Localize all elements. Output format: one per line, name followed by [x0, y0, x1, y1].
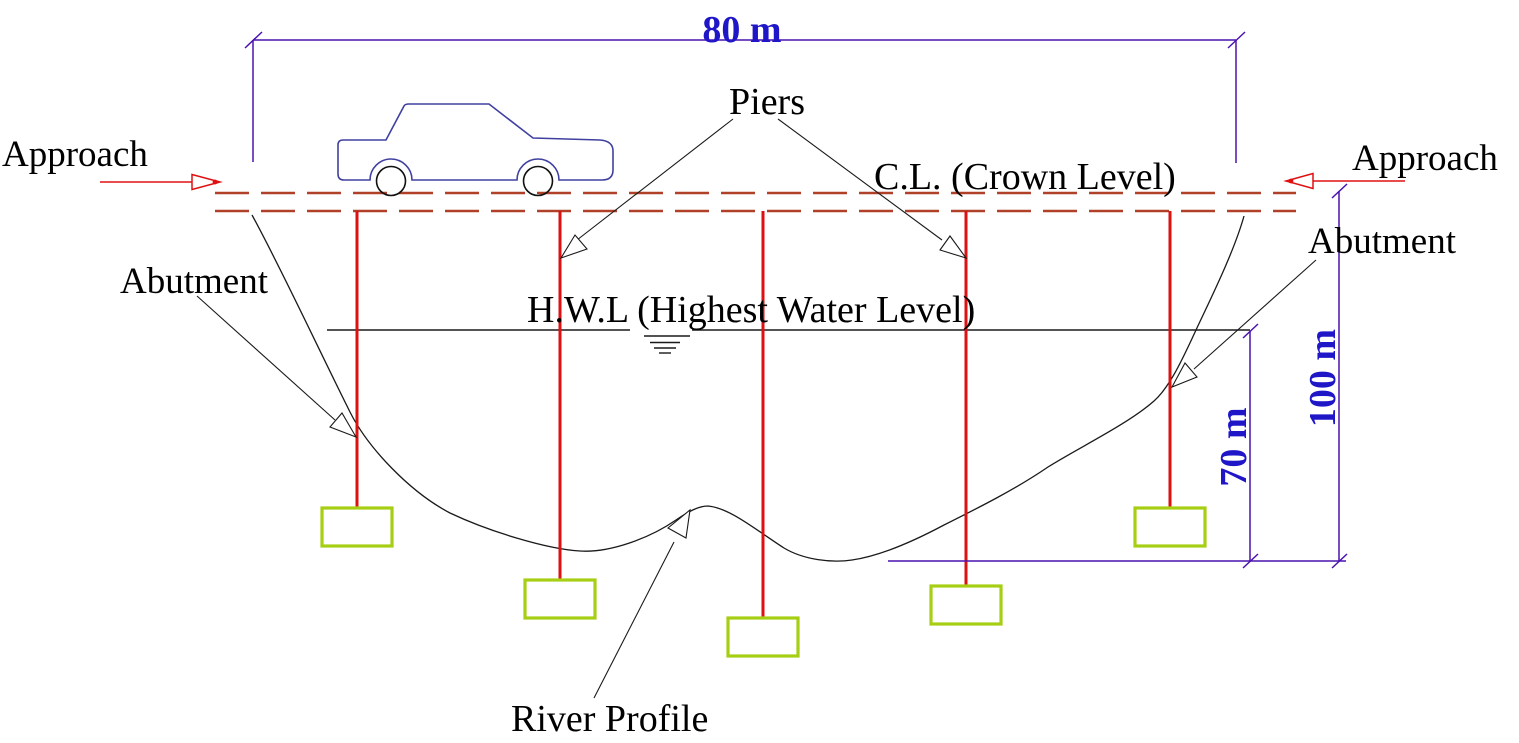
approach-arrow-left: [100, 173, 223, 191]
dimension-lines-group: [244, 31, 1348, 569]
height-dimension-label-100m: 100 m: [1302, 329, 1344, 427]
pier-footing-4: [929, 584, 1003, 626]
pier-footing-1: [320, 506, 394, 548]
approach-arrow-left-head: [191, 173, 223, 191]
car-rear-wheel: [375, 165, 407, 197]
water-level-symbol: [644, 335, 690, 354]
pier-footing-2: [523, 578, 597, 620]
bridge-deck: [215, 191, 1296, 213]
piers-leader-left-line: [576, 118, 734, 241]
highest-water-level-line: [327, 329, 1250, 354]
piers-leader-right: [777, 118, 968, 260]
approach-arrow-right-head: [1283, 172, 1314, 190]
abutment-leader-right: [1170, 259, 1317, 389]
approach-label-left: Approach: [2, 134, 148, 175]
car-front-wheel: [522, 165, 554, 197]
car-body: [337, 103, 614, 181]
river-profile-label: River Profile: [511, 698, 708, 740]
river-profile-path: [251, 214, 1245, 562]
piers-label: Piers: [729, 81, 805, 123]
pier-footings-group: [320, 506, 1207, 658]
dim-tick-span-left: [244, 31, 263, 49]
approach-arrow-right-tip: [1288, 178, 1294, 184]
span-dimension-label-80m: 80 m: [702, 9, 781, 51]
leader-lines-group: [196, 118, 1317, 699]
river-profile-leader-line: [593, 541, 675, 699]
abutment-leader-right-line: [1193, 259, 1317, 370]
leader-arrowhead-pier4: [939, 235, 968, 260]
pier-footing-3: [726, 616, 800, 658]
leader-arrowhead-pier2: [559, 234, 588, 260]
leader-arrowhead-river: [667, 508, 691, 539]
approach-label-right: Approach: [1352, 138, 1498, 179]
dim-tick-span-right: [1227, 31, 1246, 49]
highest-water-level-label: H.W.L (Highest Water Level): [527, 289, 975, 331]
piers-group: [355, 211, 1172, 618]
leader-arrowhead-abutment-left: [329, 412, 358, 439]
leader-arrowhead-abutment-right: [1170, 362, 1198, 389]
approach-arrow-right: [1283, 172, 1405, 190]
abutment-label-right: Abutment: [1308, 221, 1457, 262]
piers-leader-right-line: [777, 118, 943, 241]
abutment-leader-left: [196, 295, 358, 439]
crown-level-label: C.L. (Crown Level): [874, 156, 1176, 198]
pier-footing-5: [1133, 506, 1207, 548]
abutment-label-left: Abutment: [120, 261, 269, 302]
depth-dimension-label-70m: 70 m: [1213, 407, 1255, 486]
approach-arrow-left-tip: [212, 179, 218, 185]
piers-leader-left: [559, 118, 734, 260]
river-profile-leader: [593, 508, 691, 699]
abutment-leader-left-line: [196, 295, 336, 421]
dim-tick-100m-top: [1331, 183, 1348, 199]
car: [337, 103, 614, 197]
dim-tick-70m-top: [1242, 323, 1259, 339]
